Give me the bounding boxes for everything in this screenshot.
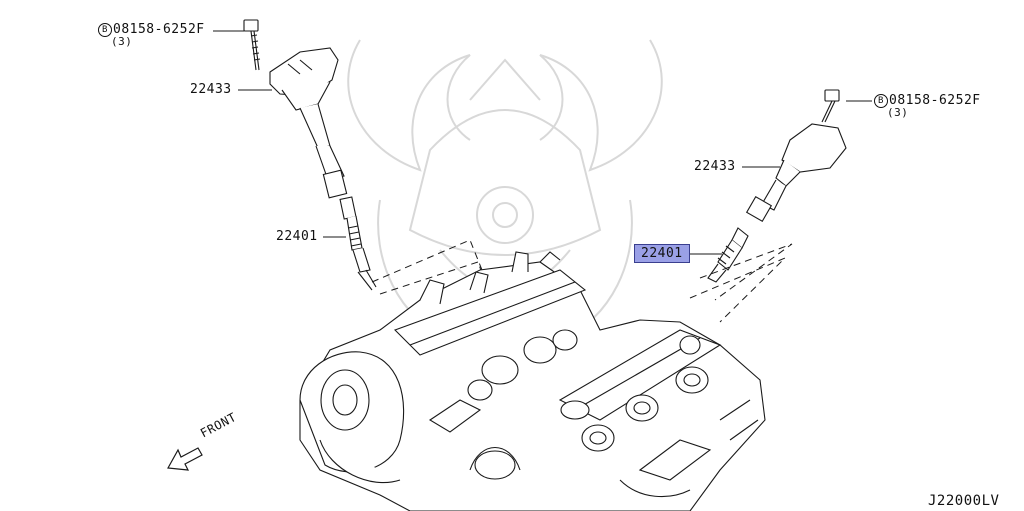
bolt-left-shape [243, 19, 261, 71]
coil-left-callout[interactable]: 22433 [190, 82, 232, 97]
bolt-left-part-number: 08158-6252F [113, 22, 205, 37]
right-assembly [707, 89, 847, 283]
bolt-right-part-number: 08158-6252F [889, 93, 981, 108]
coil-right-callout[interactable]: 22433 [694, 159, 736, 174]
plug-right-shape [707, 227, 749, 283]
coil-right-shape [745, 123, 847, 223]
bolt-symbol-icon: B [874, 94, 888, 108]
plug-left-callout[interactable]: 22401 [276, 229, 318, 244]
bolt-right-quantity: (3) [887, 106, 909, 119]
engine-block [299, 251, 766, 511]
left-assembly [243, 19, 377, 291]
coil-left-shape [269, 47, 348, 199]
bolt-right-shape [821, 89, 840, 123]
plug-right-callout-highlighted[interactable]: 22401 [634, 244, 690, 263]
bolt-symbol-icon: B [98, 23, 112, 37]
bolt-left-quantity: (3) [111, 35, 133, 48]
plug-left-shape [339, 196, 377, 291]
diagram-code: J22000LV [928, 493, 1000, 509]
front-arrow-icon [167, 447, 203, 471]
leader-lines [213, 30, 872, 255]
